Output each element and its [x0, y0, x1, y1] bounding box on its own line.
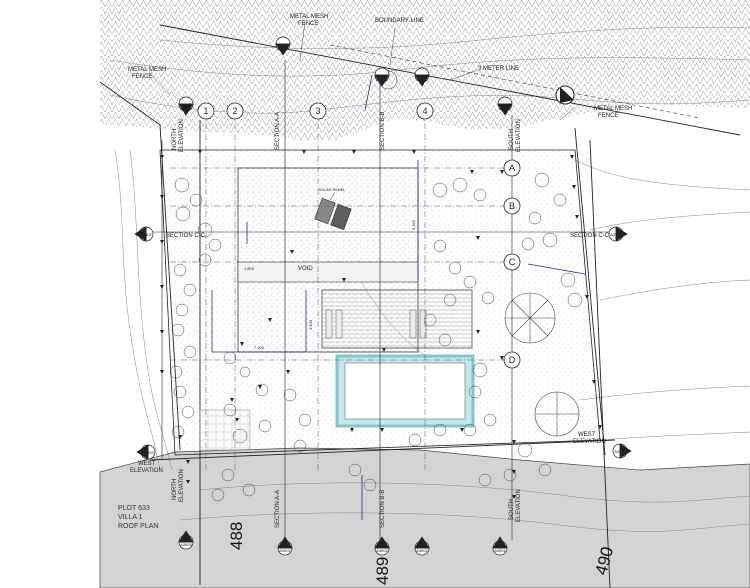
annotation-leaders	[149, 21, 576, 201]
dimension-1800: 1.800	[244, 266, 255, 271]
void-label: VOID	[298, 266, 313, 272]
north-elevation-label-1-bottom: NORTH	[172, 479, 178, 500]
south-elevation-label-1-top: SOUTH	[509, 129, 515, 150]
grid-bubble-4: 4	[416, 102, 434, 120]
section-bb-label-top: SECTION B-B	[380, 112, 386, 150]
svg-text:A3501: A3501	[416, 548, 428, 553]
svg-text:A: A	[509, 163, 515, 173]
elevation-marker-west-left: A3503	[136, 444, 156, 460]
boundary-line-label: BOUNDARY LINE	[375, 18, 424, 24]
section-marker-top-right: A3502	[414, 67, 430, 87]
svg-text:A3502: A3502	[610, 232, 622, 237]
svg-text:B: B	[509, 201, 515, 211]
section-aa-label-top: SECTION A-A	[275, 112, 281, 150]
section-marker-top-center: A3501	[374, 67, 390, 87]
svg-text:A3501: A3501	[279, 548, 291, 553]
svg-text:4: 4	[422, 106, 427, 116]
svg-text:A3501: A3501	[499, 106, 511, 111]
contour-number-488: 488	[227, 522, 246, 550]
section-marker-bottom-aa: A3503	[178, 530, 194, 550]
grid-bubble-b: B	[503, 197, 521, 215]
svg-text:3: 3	[315, 106, 320, 116]
dimension-5450: 5.450	[411, 219, 416, 230]
south-elevation-label-1-bottom: SOUTH	[509, 499, 515, 520]
west-elevation-label-left-2: ELEVATION	[130, 468, 163, 474]
fence-label-left-line1: METAL MESH	[128, 67, 166, 73]
section-marker-south: A3501	[497, 96, 513, 116]
fence-label-left-line2: FENCE	[132, 74, 152, 80]
grid-bubble-a: A	[503, 159, 521, 177]
north-elevation-label-2: ELEVATION	[179, 119, 185, 152]
grid-bubble-2: 2	[226, 102, 244, 120]
fence-label-right-line2: FENCE	[598, 113, 618, 119]
svg-text:A3501: A3501	[277, 46, 289, 51]
section-markers: A3501 A3501 A3502 A3501 A3501 A3502 A350…	[134, 36, 632, 556]
grid-row-bubbles: A B C D	[503, 159, 521, 369]
three-meter-line-label: 3 METER LINE	[478, 66, 519, 72]
svg-text:A3503: A3503	[142, 450, 154, 455]
svg-text:A3501: A3501	[376, 77, 388, 82]
fence-label-top-line2: FENCE	[298, 21, 318, 27]
dimension-7200: 7.200	[254, 345, 265, 350]
svg-text:C: C	[509, 257, 516, 267]
svg-text:D: D	[509, 355, 516, 365]
svg-text:A3502: A3502	[416, 77, 428, 82]
grid-bubble-1: 1	[197, 102, 215, 120]
level-markers	[160, 150, 602, 499]
section-marker-bottom-a: A3501	[277, 536, 293, 556]
fence-label-right-line1: METAL MESH	[594, 106, 632, 112]
grid-column-bubbles: 1 2 3 4	[197, 102, 434, 120]
section-marker-bottom-b: A3501	[374, 536, 390, 556]
contour-lines	[109, 27, 750, 532]
pergola-slats	[325, 309, 427, 339]
north-elevation-label-2-bottom: ELEVATION	[179, 469, 185, 502]
section-aa-label-bottom: SECTION A-A	[275, 490, 281, 528]
solar-panel	[314, 197, 352, 231]
section-bb-label-bottom: SECTION B-B	[380, 490, 386, 528]
elevation-marker-west-right: A3503	[612, 443, 632, 459]
swimming-pool	[335, 354, 475, 428]
svg-text:A3503: A3503	[614, 449, 626, 454]
west-elevation-label-left-1: WEST	[138, 461, 156, 467]
solar-panel-label: SOLAR PANEL	[318, 187, 346, 192]
terrace-deck	[321, 289, 473, 349]
paving-strip	[199, 409, 251, 451]
north-elevation-label-1: NORTH	[172, 129, 178, 150]
south-elevation-label-2-bottom: ELEVATION	[516, 489, 522, 522]
svg-text:A3501: A3501	[376, 548, 388, 553]
title-villa: VILLA 1	[118, 514, 143, 521]
section-cc-label-left: SECTION C-C	[166, 233, 206, 239]
fence-label-top-line1: METAL MESH	[290, 14, 328, 20]
dimension-4100: 4.100	[308, 319, 313, 330]
west-elevation-label-right-1: WEST	[578, 432, 596, 438]
title-plot: PLOT 633	[118, 505, 150, 512]
section-marker-right-cc: A3502	[608, 226, 628, 242]
svg-text:1: 1	[203, 106, 208, 116]
section-marker-bottom-d: A3501	[492, 536, 508, 556]
grid-bubble-c: C	[503, 253, 521, 271]
contour-number-489: 489	[373, 557, 392, 585]
title-roof-plan: ROOF PLAN	[118, 523, 158, 530]
section-marker-top-left: A3501	[275, 36, 291, 56]
grid-bubble-d: D	[503, 351, 521, 369]
north-arrow-icon	[555, 85, 575, 105]
section-marker-left-cc: A3502	[134, 226, 154, 242]
trees	[169, 172, 583, 502]
dimension-lines	[211, 74, 586, 520]
void-area	[237, 261, 419, 283]
svg-text:A3502: A3502	[140, 232, 152, 237]
svg-text:A3501: A3501	[180, 106, 192, 111]
west-elevation-label-right-2: ELEVATION	[573, 439, 606, 445]
svg-text:2: 2	[232, 106, 237, 116]
section-marker-bottom-c: A3501	[414, 536, 430, 556]
grid-lines	[170, 112, 512, 470]
grid-bubble-3: 3	[309, 102, 327, 120]
section-marker-north: A3501	[178, 96, 194, 116]
south-elevation-label-2-top: ELEVATION	[516, 119, 522, 152]
svg-text:A3503: A3503	[180, 542, 192, 547]
svg-text:A3501: A3501	[494, 548, 506, 553]
section-cc-label-right: SECTION C-C	[570, 233, 610, 239]
